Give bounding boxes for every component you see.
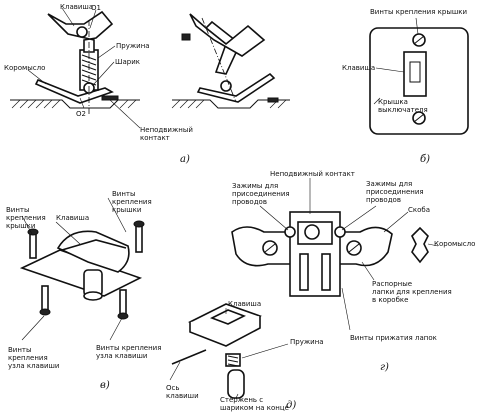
- panel-a-rocker-label: Коромысло: [4, 64, 45, 72]
- panel-v-key-unit-screws-right-label: Винты крепления узла клавиши: [96, 344, 164, 360]
- panel-v-key-unit: [19, 197, 145, 341]
- panel-b-cover-screws-label: Винты крепления крышки: [370, 8, 467, 16]
- panel-b-switch-cover: [369, 17, 469, 135]
- panel-v-caption: в): [100, 380, 110, 391]
- panel-b-caption: б): [420, 154, 430, 165]
- panel-v-cover-screws-right-label: Винты крепления крышки: [112, 190, 154, 214]
- panel-g-bracket-label: Скоба: [408, 206, 430, 214]
- panel-v-cover-screws-left-label: Винты крепления крышки: [6, 206, 48, 230]
- panel-a-o2-label: О2: [76, 110, 86, 118]
- panel-g-fixed-contact-label: Неподвижный контакт: [270, 170, 355, 178]
- panel-d-spring-label: Пружина: [290, 338, 324, 346]
- panel-a-spring-label: Пружина: [116, 42, 150, 50]
- panel-d-exploded-key: [169, 303, 289, 399]
- panel-a-key-label: Клавиша: [60, 3, 93, 11]
- panel-a-right-drawing: [171, 13, 290, 109]
- panel-a-left-drawing: [10, 7, 141, 129]
- panel-d-rod-label: Стержень с шариком на конце: [220, 396, 289, 412]
- panel-g-rocker-label: Коромысло: [434, 240, 475, 248]
- panel-a-o1-label: О1: [91, 4, 101, 12]
- panel-g-tab-screws-label: Винты прижатия лапок: [350, 334, 437, 342]
- panel-v-key-label: Клавиша: [56, 214, 89, 222]
- panel-a-ball-label: Шарик: [115, 58, 140, 66]
- panel-b-key-label: Клавиша: [342, 64, 375, 72]
- panel-d-key-label: Клавиша: [228, 300, 261, 308]
- panel-d-axis-label: Ось клавиши: [166, 384, 199, 400]
- panel-g-spacer-tabs-label: Распорные лапки для крепления в коробке: [372, 280, 454, 304]
- panel-g-clamps-right-label: Зажимы для присоединения проводов: [366, 180, 426, 204]
- panel-d-caption: д): [286, 400, 296, 411]
- panel-v-key-unit-screws-left-label: Винты крепления узла клавиши: [8, 346, 59, 370]
- panel-a-fixed-contact-label: Неподвижный контакт: [140, 126, 195, 142]
- panel-b-cover-label: Крышка выключателя: [378, 98, 428, 114]
- panel-a-caption: а): [180, 154, 190, 165]
- panel-g-caption: г): [380, 362, 389, 373]
- panel-g-mechanism: [231, 178, 439, 331]
- panel-g-clamps-left-label: Зажимы для присоединения проводов: [232, 182, 292, 206]
